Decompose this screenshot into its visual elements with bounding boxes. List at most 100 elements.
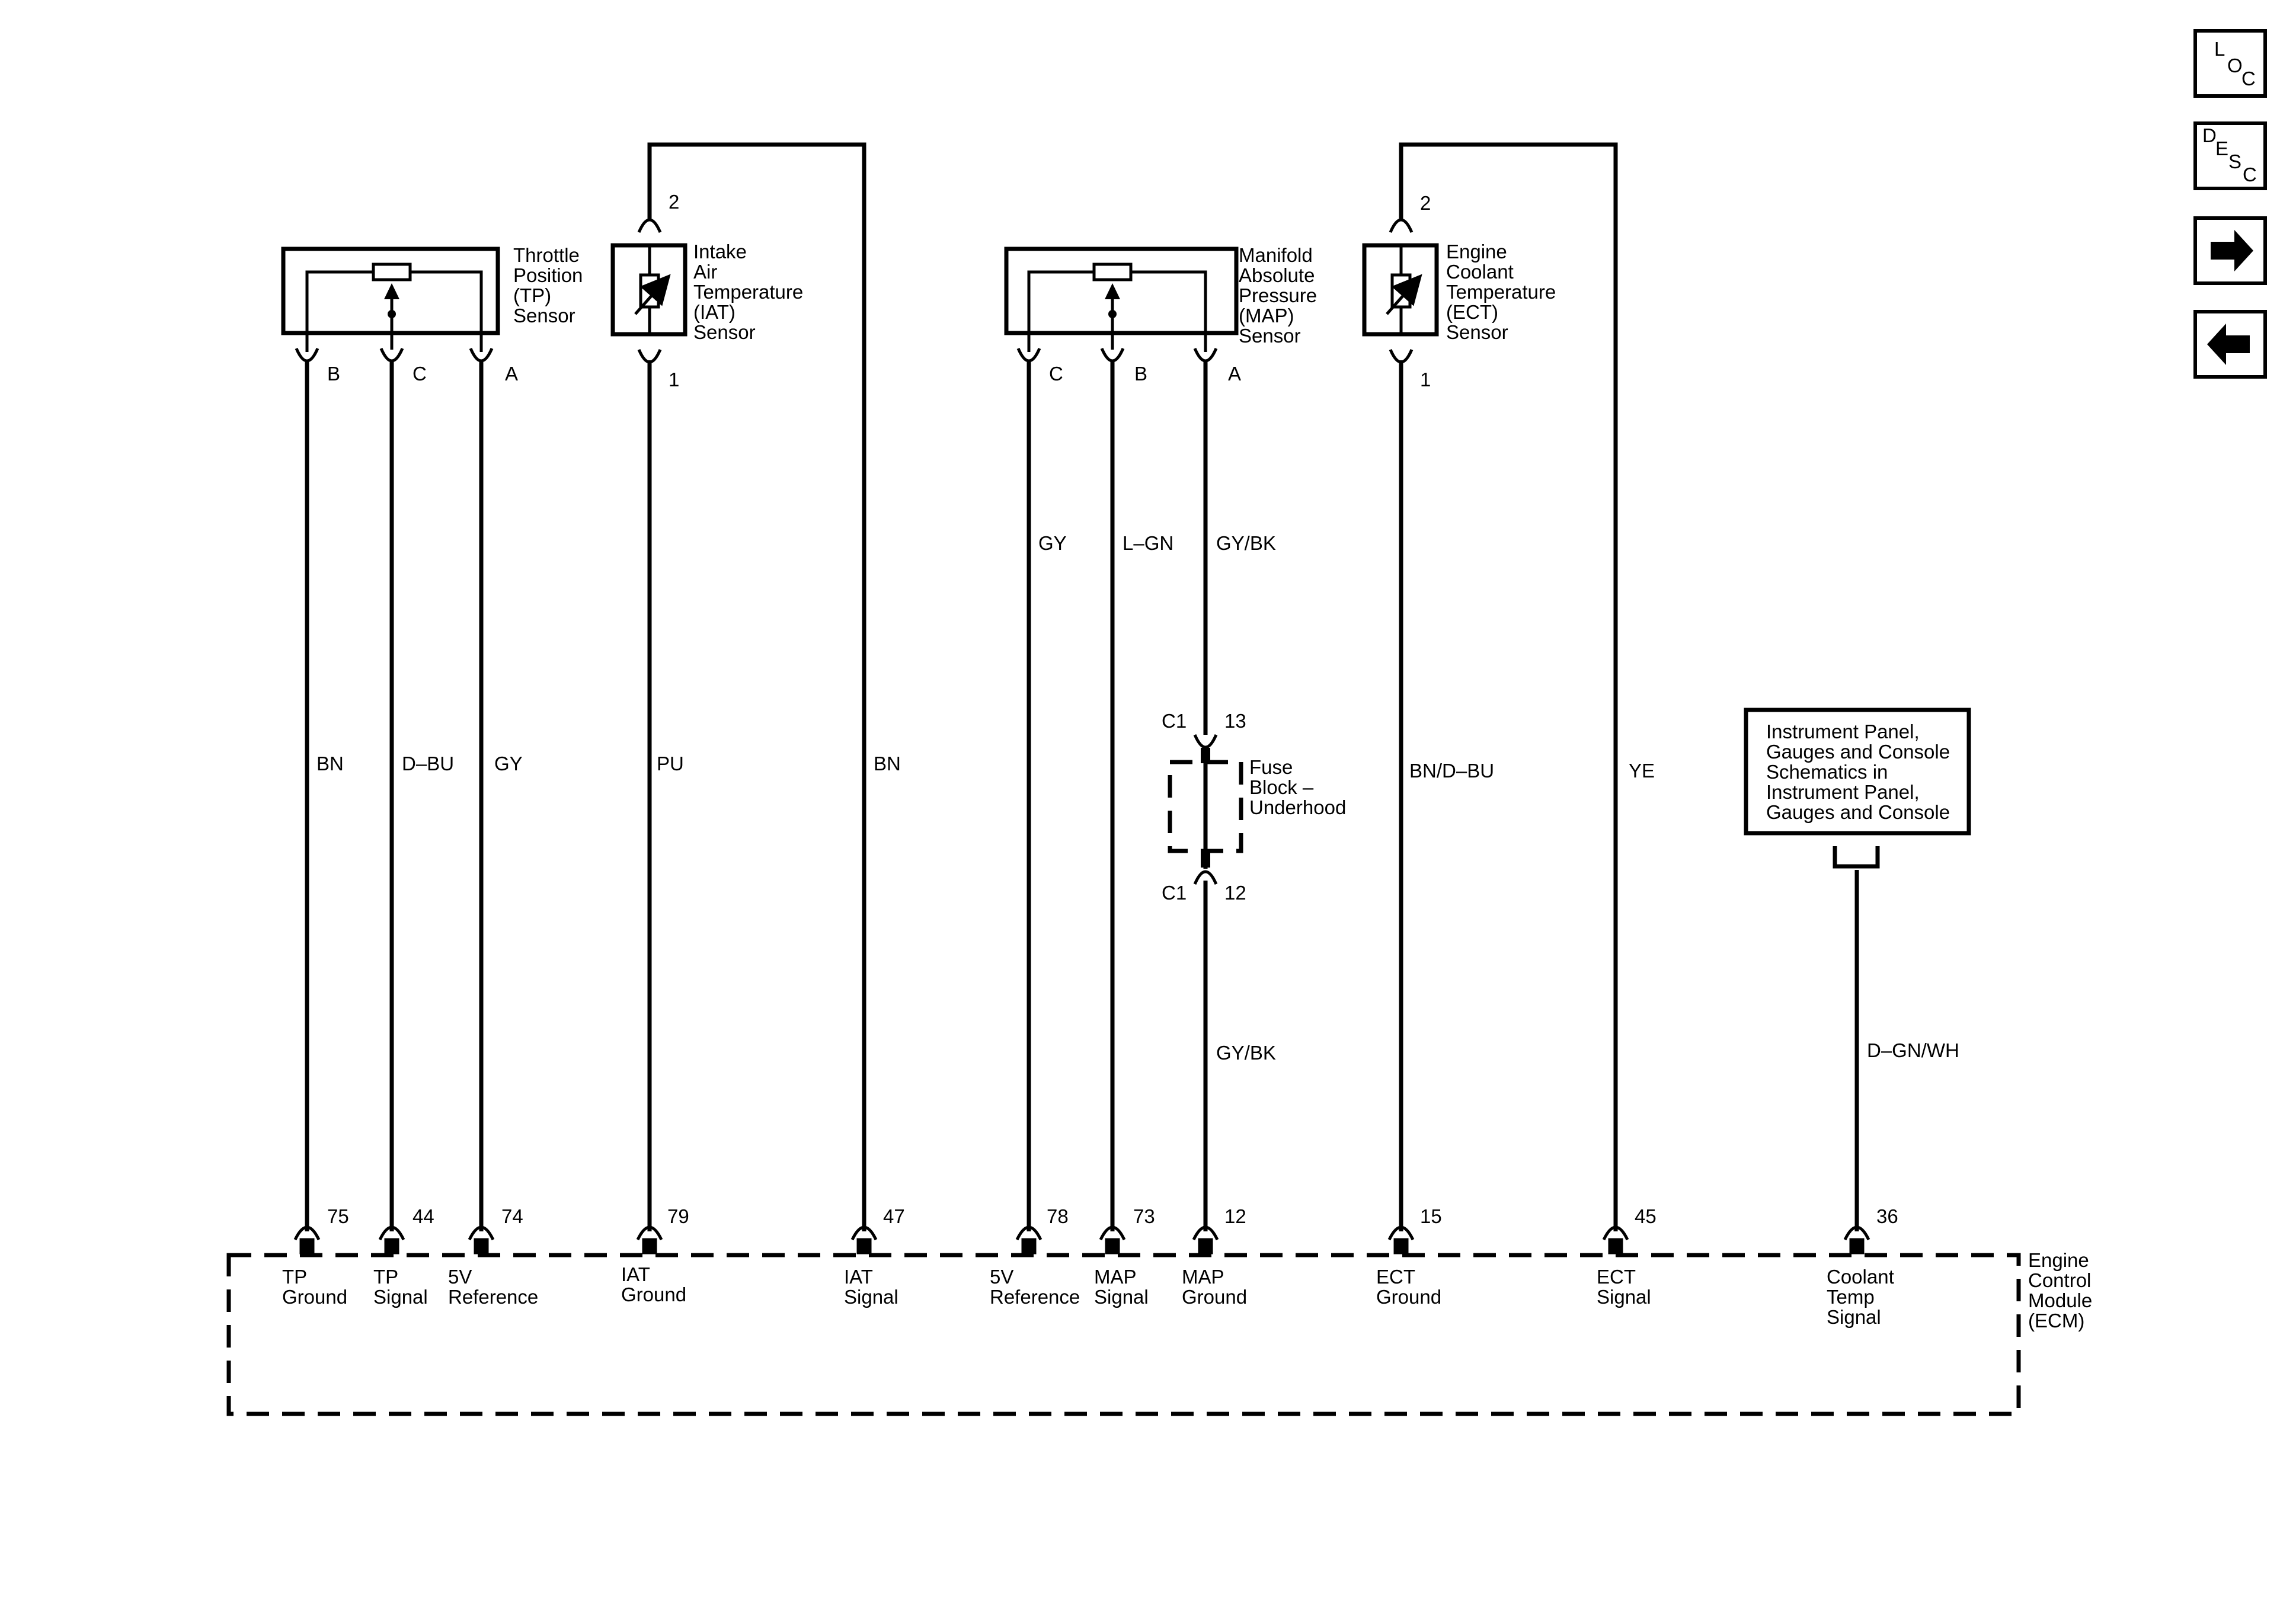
map-sensor-name-2: Absolute — [1239, 264, 1315, 286]
ecm-pin-78: 78 — [1047, 1205, 1069, 1227]
ecm-label-map-5v-ref-1: 5V — [990, 1266, 1013, 1288]
ecm-label-5v-ref-2: Reference — [448, 1286, 538, 1308]
wire-label-coolant-temp-signal: D–GN/WH — [1867, 1039, 1959, 1061]
fuse-connector-c1-bottom: C1 — [1162, 882, 1187, 904]
ecm-pin-73: 73 — [1133, 1205, 1155, 1227]
ip-ref-line-4: Instrument Panel, — [1766, 781, 1920, 803]
ecm-pin-79: 79 — [667, 1205, 689, 1227]
ect-sensor-name-2: Coolant — [1446, 261, 1514, 283]
map-sensor-name-5: Sensor — [1239, 325, 1301, 347]
ecm-pin-15: 15 — [1420, 1205, 1442, 1227]
fuse-block-name-2: Block – — [1249, 776, 1314, 798]
arrow-right-icon — [2211, 230, 2253, 271]
ip-ref-connector — [1833, 846, 1880, 869]
ect-sensor: Engine Coolant Temperature (ECT) Sensor … — [1362, 192, 1556, 391]
fuse-block-name-3: Underhood — [1249, 796, 1346, 818]
wire-label-tp-ground: BN — [316, 753, 344, 775]
map-sensor: Manifold Absolute Pressure (MAP) Sensor … — [1004, 244, 1317, 385]
iat-sensor-name-5: Sensor — [693, 321, 756, 343]
ecm-label-map-ground-1: MAP — [1182, 1266, 1224, 1288]
ecm-label-tp-signal-2: Signal — [373, 1286, 428, 1308]
ecm-name-2: Control — [2028, 1269, 2091, 1291]
loc-letter-o: O — [2227, 55, 2243, 76]
map-pin-b: B — [1134, 363, 1147, 385]
ecm-pin-36: 36 — [1876, 1205, 1898, 1227]
instrument-panel-reference[interactable]: Instrument Panel, Gauges and Console Sch… — [1744, 708, 1971, 869]
ect-sensor-name-3: Temperature — [1446, 281, 1556, 303]
ecm-label-iat-signal-2: Signal — [844, 1286, 898, 1308]
ecm-name-1: Engine — [2028, 1249, 2089, 1271]
ecm-pin-12: 12 — [1224, 1205, 1246, 1227]
ecm-label-coolant-2: Temp — [1827, 1286, 1875, 1308]
wires — [305, 142, 1859, 1231]
ecm-label-5v-ref-1: 5V — [448, 1266, 472, 1288]
ecm-label-coolant-3: Signal — [1827, 1306, 1881, 1328]
wire-label-ect-signal: YE — [1629, 760, 1655, 782]
iat-sensor-name-3: Temperature — [693, 281, 803, 303]
tp-sensor-name-1: Throttle — [513, 244, 580, 266]
ecm-label-map-ground-2: Ground — [1182, 1286, 1247, 1308]
ip-ref-line-1: Instrument Panel, — [1766, 721, 1920, 743]
ecm-label-ect-ground-2: Ground — [1376, 1286, 1441, 1308]
desc-letter-s: S — [2228, 151, 2241, 172]
iat-sensor: Intake Air Temperature (IAT) Sensor 2 1 — [610, 191, 803, 391]
ecm-pin-75: 75 — [327, 1205, 349, 1227]
wire-iat-signal — [647, 142, 866, 1231]
ecm-label-map-signal-1: MAP — [1094, 1266, 1137, 1288]
desc-letter-c: C — [2243, 164, 2257, 185]
iat-sensor-name-4: (IAT) — [693, 301, 736, 323]
fuse-block-connector-bottom — [1193, 870, 1218, 885]
tp-resistor — [372, 263, 412, 281]
iat-sensor-name-1: Intake — [693, 241, 747, 263]
forward-button[interactable] — [2193, 216, 2267, 285]
tp-sensor-name-4: Sensor — [513, 305, 575, 327]
ect-sensor-name-1: Engine — [1446, 241, 1507, 263]
ip-ref-line-5: Gauges and Console — [1766, 801, 1950, 823]
desc-letter-d: D — [2202, 124, 2217, 146]
tp-pin-c: C — [412, 363, 427, 385]
map-resistor — [1092, 263, 1133, 281]
wire-label-tp-reference: GY — [494, 753, 523, 775]
fuse-pin-13: 13 — [1224, 710, 1246, 732]
wire-label-iat-ground: PU — [657, 753, 684, 775]
map-sensor-name-1: Manifold — [1239, 244, 1313, 266]
ecm-label-map-signal-2: Signal — [1094, 1286, 1149, 1308]
ecm-name-3: Module — [2028, 1289, 2092, 1311]
iat-pin-2: 2 — [669, 191, 679, 213]
ecm-label-tp-ground-1: TP — [282, 1266, 307, 1288]
back-button[interactable] — [2193, 310, 2267, 379]
ecm-pin-74: 74 — [501, 1205, 523, 1227]
ip-ref-line-2: Gauges and Console — [1766, 741, 1950, 763]
ecm-label-iat-signal-1: IAT — [844, 1266, 873, 1288]
map-sensor-name-3: Pressure — [1239, 284, 1317, 306]
ip-ref-line-3: Schematics in — [1766, 761, 1888, 783]
ecm-label-tp-signal-1: TP — [373, 1266, 398, 1288]
tp-sensor: Throttle Position (TP) Sensor B C A — [281, 244, 583, 385]
wire-ect-signal — [1399, 142, 1618, 1231]
ecm-label-ect-signal-1: ECT — [1597, 1266, 1636, 1288]
loc-button[interactable]: L O C — [2193, 29, 2267, 98]
tp-sensor-name-3: (TP) — [513, 284, 551, 306]
wire-label-iat-signal: BN — [874, 753, 901, 775]
desc-button[interactable]: D E S C — [2193, 121, 2267, 190]
ecm-name-4: (ECM) — [2028, 1310, 2084, 1332]
ecm-module: Engine Control Module (ECM) 75 44 74 79 … — [226, 1205, 2092, 1416]
ect-sensor-name-4: (ECT) — [1446, 301, 1498, 323]
fuse-pin-12: 12 — [1224, 882, 1246, 904]
wire-label-tp-signal: D–BU — [402, 753, 454, 775]
ecm-pin-47: 47 — [883, 1205, 905, 1227]
sensor-connectors — [295, 218, 1414, 364]
tp-pin-b: B — [327, 363, 340, 385]
ect-pin-1: 1 — [1420, 369, 1431, 391]
wire-label-map-ground-upper: GY/BK — [1216, 532, 1276, 554]
wire-label-map-ground-lower: GY/BK — [1216, 1042, 1276, 1064]
tp-sensor-name-2: Position — [513, 264, 583, 286]
ecm-label-map-5v-ref-2: Reference — [990, 1286, 1080, 1308]
ecm-label-coolant-1: Coolant — [1827, 1266, 1894, 1288]
wire-label-map-reference: GY — [1038, 532, 1067, 554]
desc-letter-e: E — [2215, 137, 2228, 159]
fuse-connector-c1-top: C1 — [1162, 710, 1187, 732]
ect-pin-2: 2 — [1420, 192, 1431, 214]
wire-color-labels: BN D–BU GY PU BN GY L–GN GY/BK GY/BK BN/… — [316, 532, 1959, 1064]
